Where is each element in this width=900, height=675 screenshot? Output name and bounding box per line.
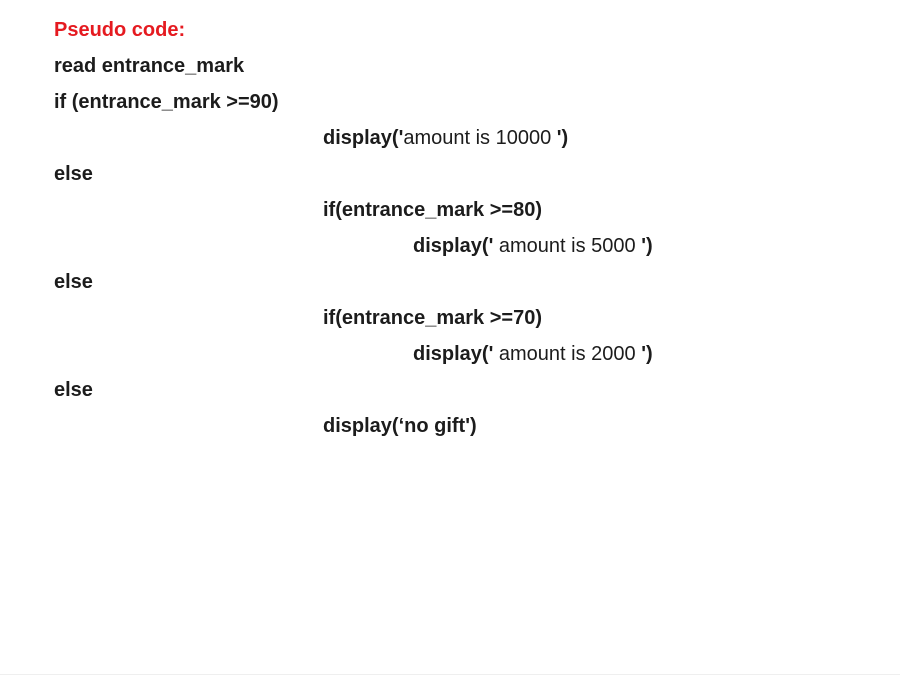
code-segment: amount is 2000: [493, 343, 642, 365]
code-line-else-1: else: [0, 156, 900, 192]
code-segment: display(': [413, 343, 494, 365]
code-segment: amount is 5000: [493, 235, 642, 257]
code-segment: display(': [323, 127, 404, 149]
code-segment: else: [54, 271, 93, 293]
code-segment: if (entrance_mark >=90): [54, 91, 279, 113]
title-line: Pseudo code:: [0, 12, 900, 48]
code-line-else-2: else: [0, 264, 900, 300]
code-segment: '): [556, 127, 569, 149]
code-segment: else: [54, 379, 93, 401]
code-segment: if(entrance_mark >=70): [323, 307, 543, 329]
code-segment: display(': [413, 235, 494, 257]
code-line-display-5000: display(' amount is 5000 '): [0, 228, 900, 264]
code-segment: if(entrance_mark >=80): [323, 199, 543, 221]
code-line-if-90: if (entrance_mark >=90): [0, 84, 900, 120]
code-segment: Pseudo code:: [54, 19, 186, 41]
code-segment: read entrance_mark: [54, 55, 245, 77]
code-line-else-3: else: [0, 372, 900, 408]
code-line-if-70: if(entrance_mark >=70): [0, 300, 900, 336]
code-line-display-no-gift: display(‘no gift'): [0, 408, 900, 444]
code-segment: else: [54, 163, 93, 185]
code-segment: '): [641, 343, 653, 365]
code-segment: amount is 10000: [403, 127, 557, 149]
code-line-display-2000: display(' amount is 2000 '): [0, 336, 900, 372]
code-line-read: read entrance_mark: [0, 48, 900, 84]
code-line-if-80: if(entrance_mark >=80): [0, 192, 900, 228]
code-segment: '): [641, 235, 653, 257]
code-segment: display(‘no gift'): [323, 415, 477, 437]
code-line-display-10000: display('amount is 10000 '): [0, 120, 900, 156]
